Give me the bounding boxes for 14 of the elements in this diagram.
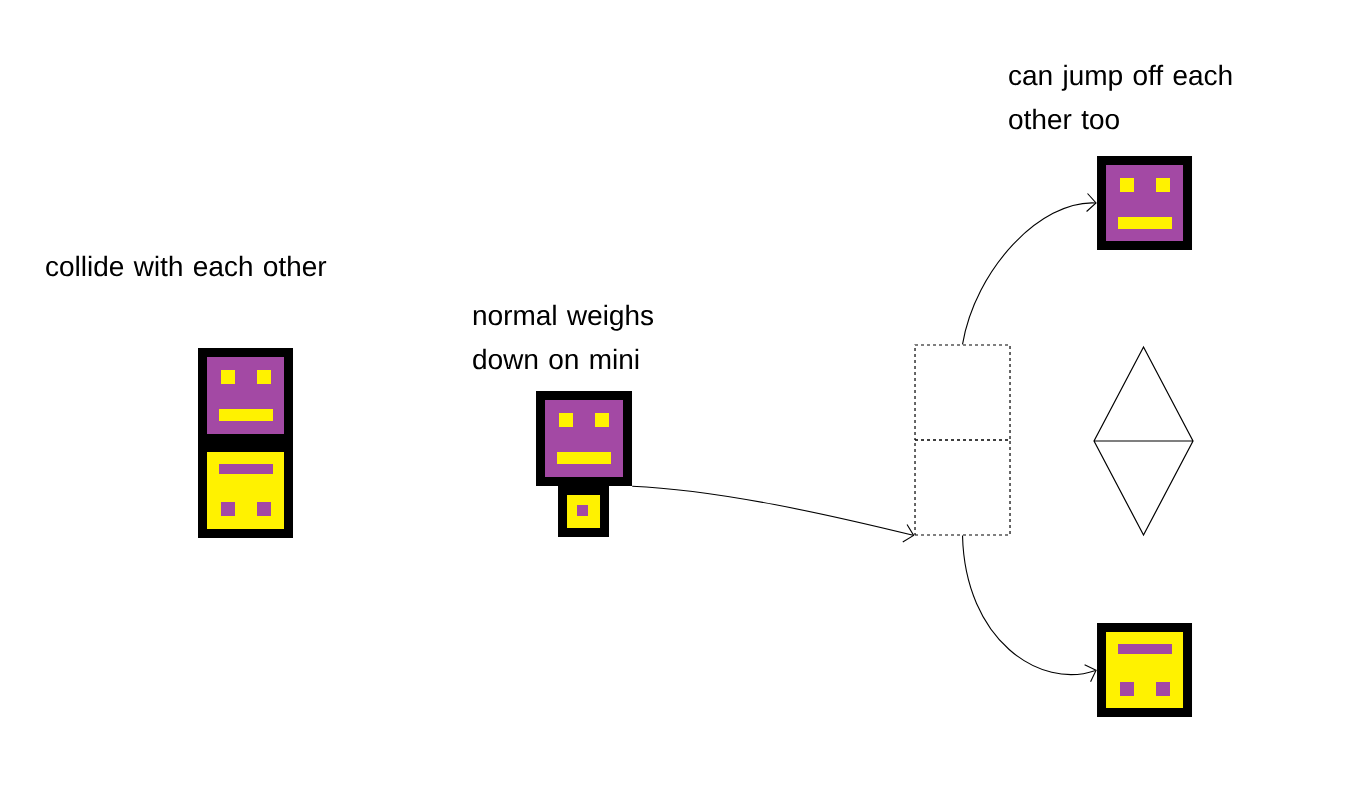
face-drawing bbox=[558, 486, 609, 537]
caption-text: can jump off each other too bbox=[1009, 64, 1232, 130]
dashed-box bbox=[914, 439, 1011, 536]
arrow bbox=[961, 535, 1097, 683]
face-drawing bbox=[198, 443, 293, 538]
face-drawing bbox=[1097, 623, 1192, 717]
dashed-box bbox=[914, 344, 1011, 441]
caption-text: collide with each other bbox=[46, 255, 327, 277]
face-drawing bbox=[198, 348, 293, 443]
face-drawing bbox=[1097, 156, 1192, 250]
diamond-drawing bbox=[1093, 346, 1194, 537]
caption-text: normal weighs down on mini bbox=[473, 304, 653, 370]
arrow bbox=[961, 192, 1097, 345]
arrow bbox=[631, 485, 915, 543]
